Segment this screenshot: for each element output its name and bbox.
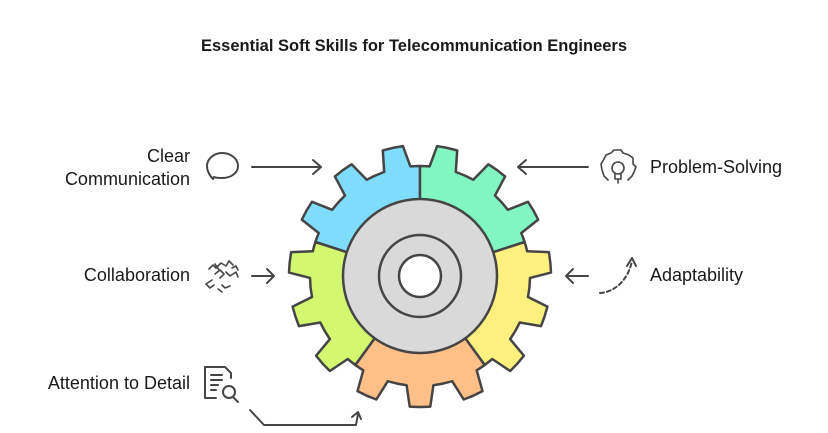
arrow-collaboration bbox=[251, 268, 275, 284]
arrow-clear-communication bbox=[251, 159, 322, 175]
label-line: Communication bbox=[64, 169, 190, 189]
document-search-icon bbox=[204, 366, 239, 403]
label-collaboration: Collaboration bbox=[83, 265, 190, 285]
arrow-problem-solving bbox=[517, 159, 589, 175]
curved-arrow-icon bbox=[599, 257, 637, 294]
gear-lightbulb-icon bbox=[600, 149, 637, 184]
arrow-adaptability bbox=[565, 268, 589, 284]
label-clear-communication: Clear Communication bbox=[65, 145, 190, 191]
speech-bubble-icon bbox=[206, 152, 239, 180]
handshake-icon bbox=[205, 260, 239, 293]
arrow-attention-to-detail bbox=[249, 409, 362, 426]
gear-axle-hole bbox=[397, 253, 443, 299]
label-problem-solving: Problem-Solving bbox=[650, 157, 783, 177]
label-adaptability: Adaptability bbox=[650, 265, 744, 285]
diagram-title: Essential Soft Skills for Telecommunicat… bbox=[200, 37, 628, 55]
label-line: Clear bbox=[146, 146, 190, 166]
label-attention-to-detail: Attention to Detail bbox=[47, 373, 190, 393]
